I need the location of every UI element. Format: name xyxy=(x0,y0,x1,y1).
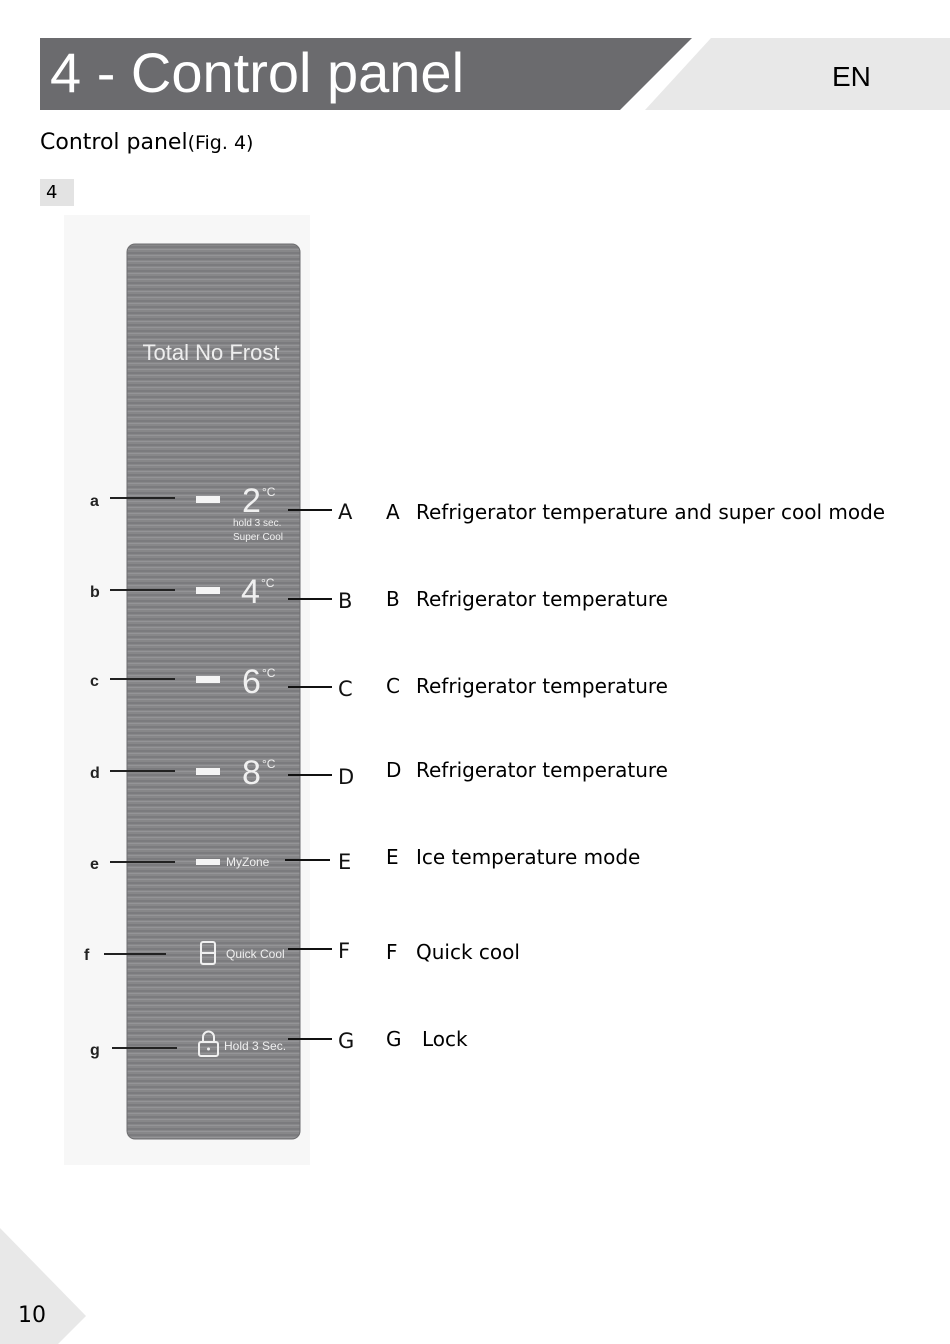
callout-e: e xyxy=(90,856,99,873)
unit-6: °C xyxy=(262,666,276,680)
temp-2: 2 xyxy=(242,482,261,520)
temp-6: 6 xyxy=(242,663,261,701)
quick-cool-icon xyxy=(200,941,216,965)
legend-text-e: Ice temperature mode xyxy=(416,845,641,869)
legend-text-d: Refrigerator temperature xyxy=(416,758,668,782)
language-tab xyxy=(645,38,950,110)
callout-g: g xyxy=(90,1042,100,1059)
super-cool-line2: Super Cool xyxy=(233,532,283,543)
page-title: 4 - Control panel xyxy=(50,41,465,104)
callout-B: B xyxy=(338,589,352,613)
hold-label: Hold 3 Sec. xyxy=(224,1039,286,1053)
language-label: EN xyxy=(832,61,871,92)
legend-text-f: Quick cool xyxy=(416,940,520,964)
legend-letter-g: G xyxy=(386,1027,402,1051)
callout-C: C xyxy=(338,677,353,701)
legend-letter-d: D xyxy=(386,758,402,782)
unit-8: °C xyxy=(262,757,276,771)
section-title: Control panel(Fig. 4) xyxy=(40,128,253,158)
myzone-label: MyZone xyxy=(226,855,270,869)
unit-2: °C xyxy=(262,485,276,499)
section-title-text: Control panel xyxy=(40,130,188,155)
unit-4: °C xyxy=(261,576,275,590)
legend-letter-f: F xyxy=(386,940,398,964)
super-cool-line1: hold 3 sec. xyxy=(233,518,281,529)
header-bar xyxy=(40,38,692,110)
callout-F: F xyxy=(338,939,350,963)
control-panel-body xyxy=(126,243,301,1140)
callout-b: b xyxy=(90,584,100,601)
figure-reference: (Fig. 4) xyxy=(187,132,254,154)
legend-text-c: Refrigerator temperature xyxy=(416,674,668,698)
quick-cool-label: Quick Cool xyxy=(226,947,285,961)
legend-text-b: Refrigerator temperature xyxy=(416,587,668,611)
brand-label: Total No Frost xyxy=(143,340,280,365)
callout-E: E xyxy=(338,850,351,874)
temp-8: 8 xyxy=(242,754,261,792)
legend-letter-c: C xyxy=(386,674,400,698)
indicator-bar-a xyxy=(196,496,220,503)
page-number: 10 xyxy=(18,1303,46,1328)
legend-text-a: Refrigerator temperature and super cool … xyxy=(416,500,886,524)
indicator-bar-c xyxy=(196,676,220,683)
lock-icon xyxy=(198,1030,219,1057)
callout-D: D xyxy=(338,765,354,789)
indicator-bar-b xyxy=(196,587,220,594)
legend-letter-b: B xyxy=(386,587,400,611)
callout-A: A xyxy=(338,500,353,524)
indicator-bar-d xyxy=(196,768,220,775)
temp-4: 4 xyxy=(241,573,260,611)
callout-G: G xyxy=(338,1029,354,1053)
legend-letter-a: A xyxy=(386,500,400,524)
callout-f: f xyxy=(84,947,90,964)
page-corner xyxy=(0,1228,86,1344)
legend-text-g: Lock xyxy=(422,1027,468,1051)
legend-letter-e: E xyxy=(386,845,399,869)
figure-number: 4 xyxy=(40,179,74,206)
callout-d: d xyxy=(90,765,100,782)
callout-a: a xyxy=(90,493,99,510)
indicator-bar-e xyxy=(196,859,220,865)
callout-c: c xyxy=(90,673,99,690)
